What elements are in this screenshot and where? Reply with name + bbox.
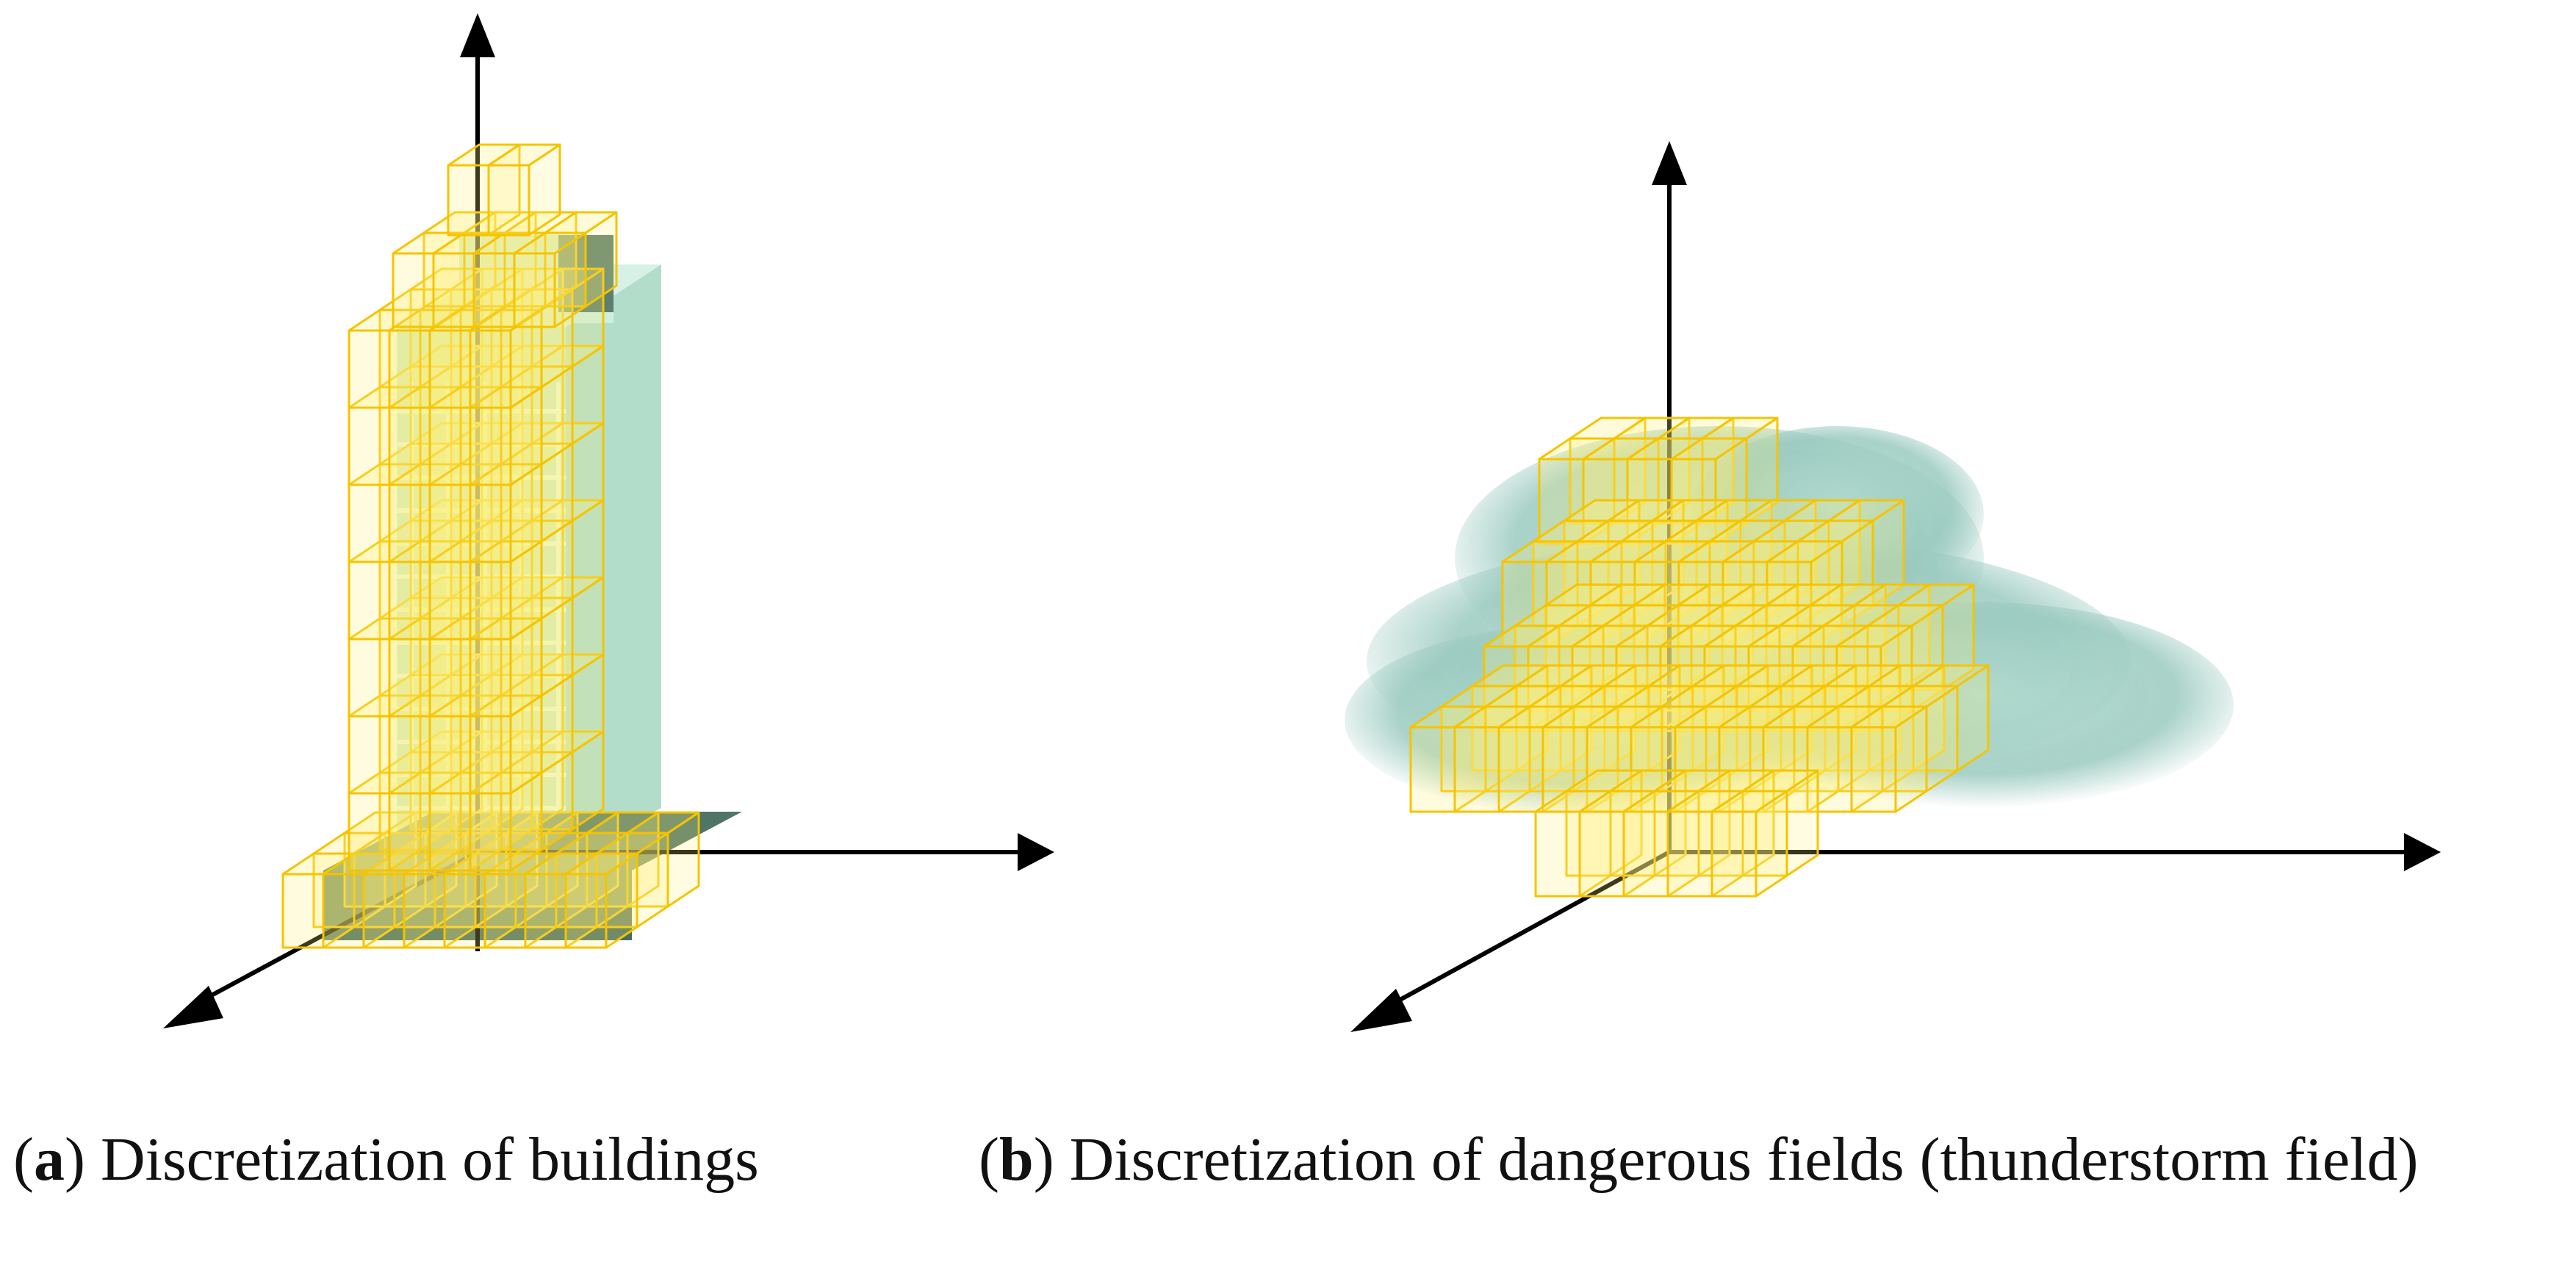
voxel-cube [595,832,669,929]
voxel-cube [459,519,533,620]
voxel-cube [281,852,356,949]
voxel-cube [530,576,605,677]
voxel-cube [564,852,638,949]
voxel-cube [513,231,587,328]
voxel-cube [1538,437,1616,545]
voxel-cube [1615,624,1693,732]
voxel-cube [626,811,700,908]
voxel-cube [428,771,503,872]
cloud-lobe [1734,602,2234,808]
voxel-cube [469,463,543,563]
voxel-cube [388,309,462,409]
voxel-cube [474,832,548,929]
voxel-cube [1541,705,1619,813]
caption-b-text: ) Discretization of dangerous fields (th… [1033,1125,2419,1194]
voxel-cube [378,365,453,466]
voxel-cube [1483,624,1561,732]
voxel-cube [388,386,462,486]
voxel-cube [443,852,517,949]
arrowhead-b-diag [1350,989,1412,1032]
arrowhead-a-right [1018,833,1054,871]
voxel-cube [1666,790,1744,898]
figure-canvas [163,13,2441,1032]
building-side-face [566,264,661,856]
axes-a [163,13,1054,1028]
voxel-cube [1710,790,1788,898]
voxel-cube [472,231,547,328]
arrowhead-b-up [1652,141,1687,185]
voxel-cube [1602,604,1680,712]
voxel-grid-thunderstorm [1409,417,1990,898]
voxel-cube [1806,705,1884,813]
voxel-cube [392,231,466,328]
voxel-cube [403,852,477,949]
voxel-cube [487,143,561,237]
voxel-cube [1558,604,1636,712]
voxel-cube [322,852,396,949]
voxel-cube [469,309,543,409]
voxel-cube [469,771,543,872]
voxel-cube [409,730,483,831]
voxel-cube [1837,685,1915,793]
voxel-cube [348,309,422,409]
voxel-cube [353,832,427,929]
voxel-cube [428,694,503,795]
voxel-cube [1534,790,1612,898]
arrowhead-a-diag [163,986,223,1028]
voxel-cube [1409,705,1487,813]
caption-b: (b) Discretization of dangerous fields (… [979,1125,2419,1194]
caption-a-text: ) Discretization of buildings [64,1125,759,1194]
voxel-cube [428,463,503,563]
voxel-cube [428,386,503,486]
voxel-cube [1501,540,1579,648]
arrowhead-a-up [460,13,495,57]
axis-a-diagonal [190,850,479,1009]
voxel-cube [469,386,543,486]
voxel-cube [469,540,543,641]
voxel-cube [388,540,462,641]
voxel-cube [348,617,422,718]
caption-a-letter: a [33,1125,65,1194]
voxel-cube [483,852,558,949]
voxel-cube [1866,604,1944,712]
voxel-cube [1572,685,1650,793]
voxel-cube [1835,624,1913,732]
voxel-cube [1646,604,1724,712]
voxel-cube [348,771,422,872]
voxel-cube [378,674,453,774]
panel-a-building-diagram [163,13,1054,1028]
voxel-cube [1670,437,1748,545]
voxel-cube [1778,604,1856,712]
voxel-cube [1659,624,1737,732]
voxel-cube [459,674,533,774]
voxel-cube [432,231,506,328]
voxel-cube [1747,624,1825,732]
panel-b-thunderstorm-diagram [1345,141,2441,1032]
voxel-cube [428,540,503,641]
voxel-cube [530,345,605,445]
arrowhead-b-right [2404,833,2441,871]
caption-b-letter: b [999,1125,1034,1194]
axis-b-diagonal [1380,850,1671,1012]
voxel-cube [348,463,422,563]
voxel-cube [388,694,462,795]
voxel-cube [348,540,422,641]
voxel-grid-building [281,143,700,949]
caption-a: (a) Discretization of buildings [13,1125,759,1194]
voxel-cube [469,694,543,795]
voxel-cube [1850,705,1928,813]
